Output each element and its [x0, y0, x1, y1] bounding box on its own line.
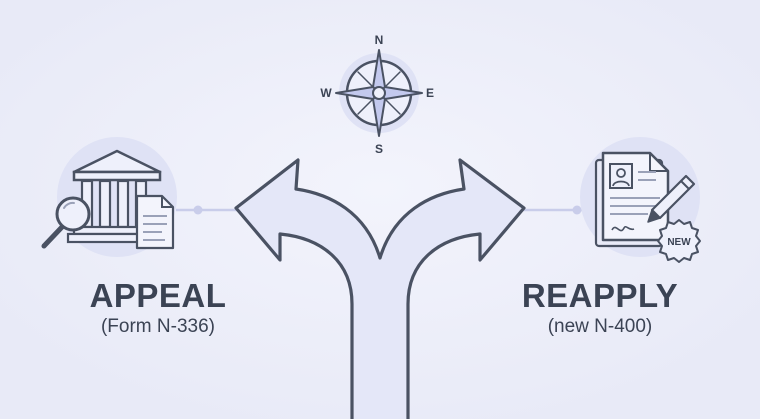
reapply-title: REAPPLY	[521, 277, 679, 314]
compass-west-label: W	[320, 86, 332, 100]
forked-road-arrows-icon	[234, 158, 526, 419]
pen-icon	[647, 174, 696, 223]
connector-left	[176, 205, 238, 215]
new-badge-label: NEW	[667, 237, 691, 248]
reapply-subtitle: (new N-400)	[547, 316, 653, 337]
new-badge: NEW	[657, 219, 701, 263]
form-document-icon	[594, 151, 670, 248]
appeal-title: APPEAL	[89, 277, 227, 314]
document-icon	[135, 194, 175, 250]
compass-east-label: E	[426, 86, 434, 100]
compass-rose-icon: N S E W	[320, 33, 434, 156]
appeal-subtitle: (Form N-336)	[100, 316, 215, 337]
courthouse-with-magnifier-and-document-icon	[41, 137, 177, 257]
magnifier-icon	[41, 196, 91, 249]
connector-right	[522, 205, 590, 215]
application-form-with-pen-and-new-badge-icon: NEW	[580, 137, 701, 263]
compass-north-label: N	[375, 33, 384, 47]
compass-south-label: S	[375, 142, 383, 156]
